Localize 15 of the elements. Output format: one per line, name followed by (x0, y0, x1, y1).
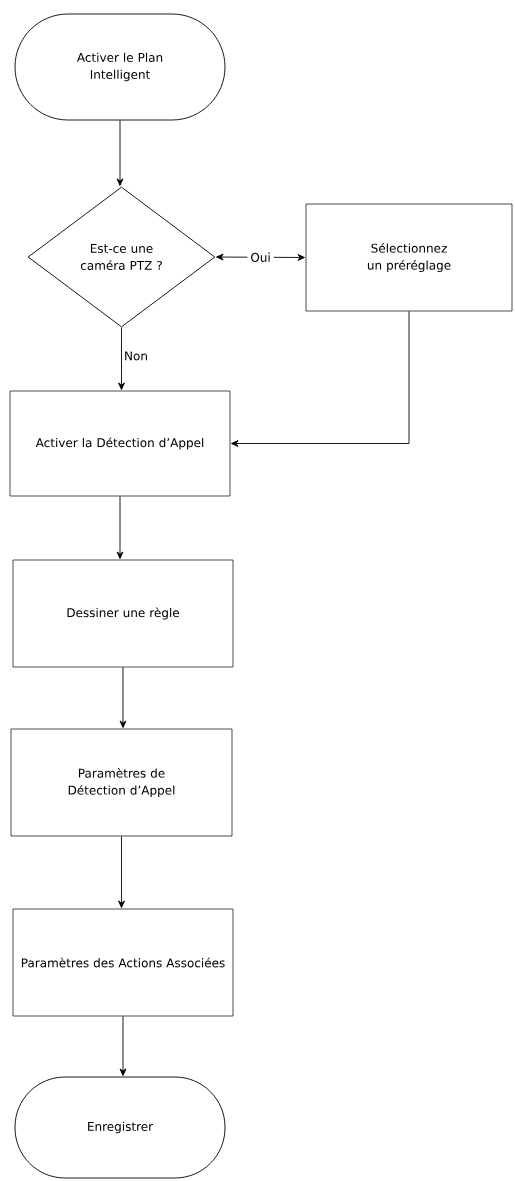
arrow (118, 835, 125, 908)
arrow (216, 253, 305, 261)
process-box: Dessiner une règle (12, 559, 234, 668)
arrow (231, 310, 410, 447)
arrow (116, 120, 124, 186)
process-box: Paramètres de Détection d’Appel (10, 728, 233, 837)
arrow (118, 327, 125, 390)
edge-label: Oui (247, 249, 274, 265)
edge-label: Non (125, 351, 147, 361)
process-box: Sélectionnez un préréglage (305, 203, 513, 312)
arrow (119, 1015, 127, 1076)
process-box: Paramètres des Actions Associées (12, 908, 234, 1017)
process-box: Activer la Détection d’Appel (9, 390, 231, 497)
arrow (119, 666, 127, 728)
arrow (116, 495, 124, 559)
